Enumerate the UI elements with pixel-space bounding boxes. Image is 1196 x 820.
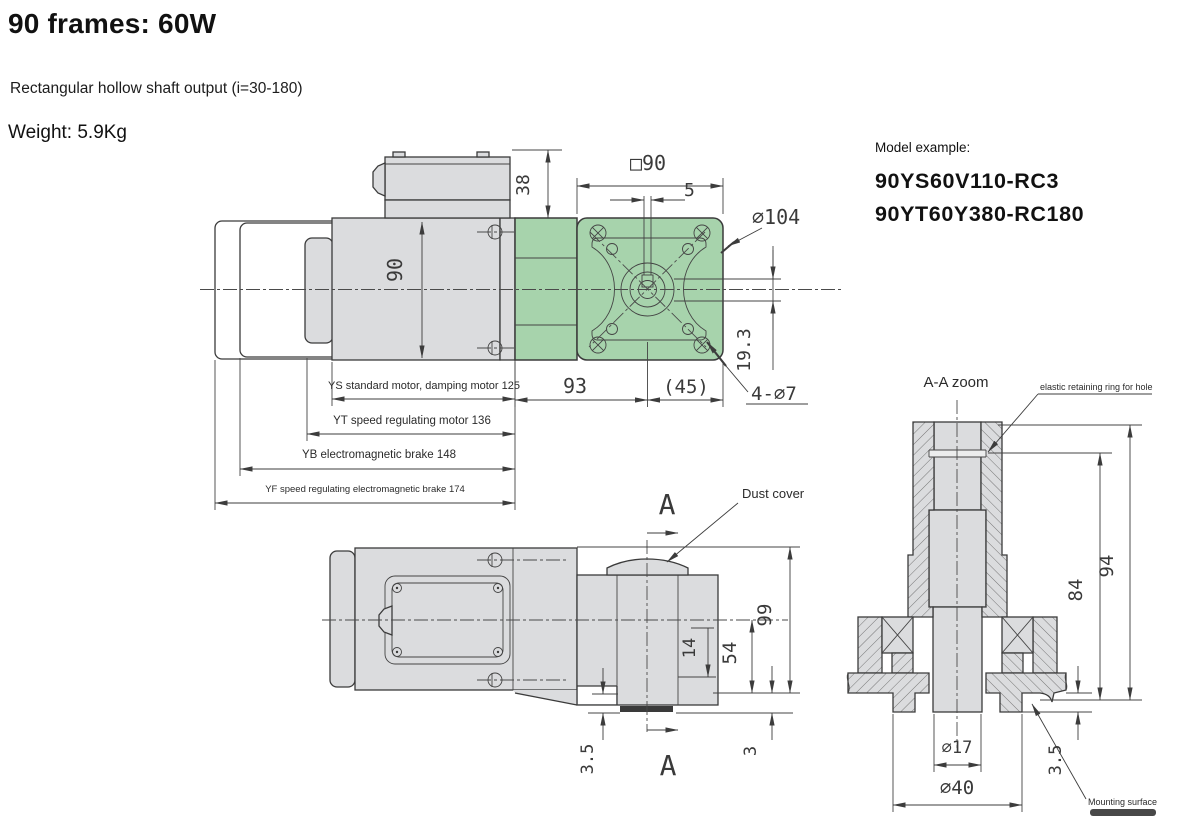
side-front-view bbox=[200, 151, 843, 361]
side-front-dimensions: □90 5 ∅104 38 90 19.3 bbox=[214, 149, 808, 510]
dim-boss-14: 14 bbox=[680, 638, 700, 658]
dim-terminal-38: 38 bbox=[513, 174, 534, 196]
dim-slot-5: 5 bbox=[684, 180, 695, 201]
dim-length-45: (45) bbox=[663, 376, 709, 398]
dim-protrusion-3: 3 bbox=[741, 746, 761, 756]
motor-length-yt: YT speed regulating motor 136 bbox=[333, 415, 491, 427]
model-example-label: Model example: bbox=[875, 140, 971, 155]
page-subtitle: Rectangular hollow shaft output (i=30-18… bbox=[10, 80, 303, 97]
cable-gland bbox=[372, 162, 386, 197]
dim-motor-90: 90 bbox=[383, 258, 407, 282]
section-mark-bottom: A bbox=[660, 749, 677, 782]
dim-holes-4-7: 4-∅7 bbox=[751, 383, 797, 405]
dim-total-99: 99 bbox=[754, 604, 776, 627]
dust-cover-label: Dust cover bbox=[742, 486, 805, 501]
section-aa-view: A-A zoom bbox=[846, 374, 1157, 816]
dim-step-right-3-5: 3.5 bbox=[1046, 745, 1066, 776]
mounting-surface-mark bbox=[1090, 809, 1156, 816]
ring-label: elastic retaining ring for hole bbox=[1040, 382, 1153, 392]
section-mark-top: A bbox=[659, 488, 676, 521]
mounting-holes bbox=[589, 224, 711, 354]
motor-length-ys: YS standard motor, damping motor 125 bbox=[328, 380, 520, 392]
top-view: A A Dust cover 14 54 99 3 bbox=[322, 486, 805, 782]
model-example-block: Model example: 90YS60V110-RC3 90YT60Y380… bbox=[875, 140, 1084, 232]
motor-rear-cap bbox=[304, 237, 334, 344]
model-number-1: 90YS60V110-RC3 bbox=[875, 169, 1060, 193]
motor-length-yf: YF speed regulating electromagnetic brak… bbox=[265, 484, 465, 495]
dim-center-54: 54 bbox=[719, 642, 741, 665]
dim-step-3-5: 3.5 bbox=[578, 744, 598, 775]
dim-bore-17: ∅17 bbox=[942, 738, 973, 758]
dim-length-93: 93 bbox=[563, 374, 587, 398]
motor-body bbox=[331, 217, 501, 361]
dust-cover bbox=[606, 558, 689, 576]
dim-ring-84: 84 bbox=[1065, 579, 1087, 602]
gearbox-face-view bbox=[576, 217, 724, 361]
dim-total-94: 94 bbox=[1096, 555, 1118, 578]
shaft-end bbox=[620, 706, 673, 712]
dim-circle-104: ∅104 bbox=[752, 205, 800, 229]
gearbox-side-view bbox=[514, 217, 578, 361]
mounting-surface-label: Mounting surface bbox=[1088, 797, 1157, 807]
dim-square-90: □90 bbox=[630, 151, 666, 175]
motor-length-yb: YB electromagnetic brake 148 bbox=[302, 449, 456, 461]
page-title: 90 frames: 60W bbox=[8, 8, 217, 39]
weight-label: Weight: 5.9Kg bbox=[8, 122, 128, 143]
model-number-2: 90YT60Y380-RC180 bbox=[875, 202, 1085, 227]
terminal-box bbox=[384, 156, 511, 201]
dim-hub-40: ∅40 bbox=[940, 777, 974, 799]
section-title: A-A zoom bbox=[923, 374, 988, 391]
dim-offset-19-3: 19.3 bbox=[734, 328, 755, 371]
